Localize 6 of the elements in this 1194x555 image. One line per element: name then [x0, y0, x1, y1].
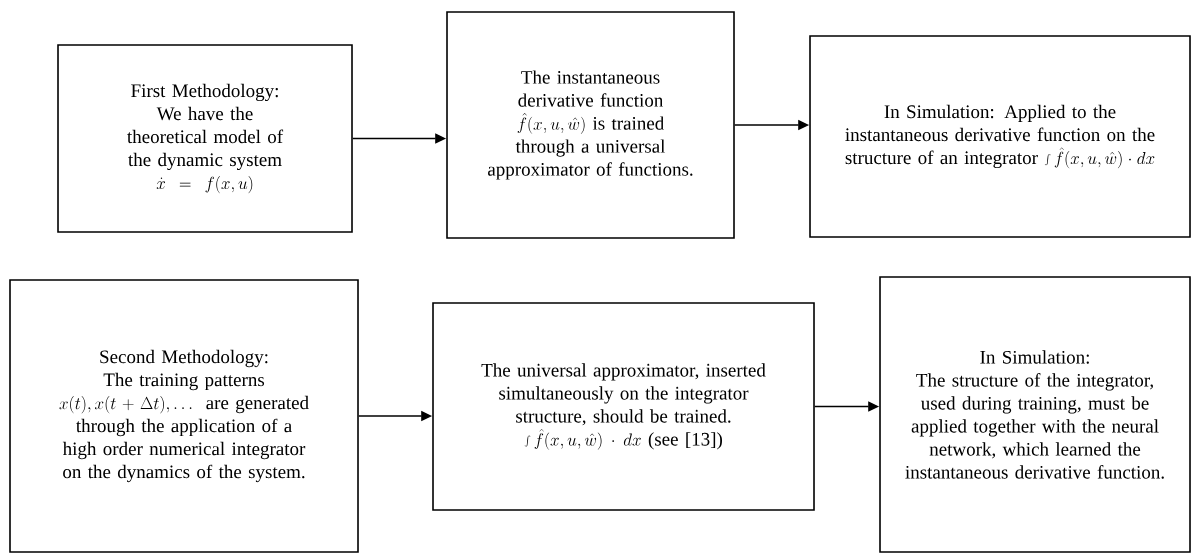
- process-box: In Simulation: The structure of the integrator, used during training, must be applied together with the neural network, which learned the instantaneous derivative function.: [879, 276, 1191, 553]
- process-box: In Simulation: Applied to the instantaneous derivative function on the structure of an integrator $\int \hat{f}(x,u,\hat{w}) \cdot dx$: [809, 35, 1191, 238]
- process-box: The universal approximator, inserted simultaneously on the integrator structure, should be trained. $\int \hat{f}(x,u,\hat{w}) \cdot dx$ (see [13]): [432, 302, 815, 511]
- process-box: First Methodology: We have the theoretical model of the dynamic system $\dot{x} = f(x,u)$: [57, 44, 353, 233]
- process-box: The instantaneous derivative function $\hat{f}(x,u,\hat{w})$ is trained through a universal approximator of functions.: [446, 11, 735, 239]
- process-box: Second Methodology: The training patterns $x(t), x(t+\Delta t), \ldots$ are generated through the application of a high order numerical integrator on the dynamics of the system.: [9, 279, 359, 553]
